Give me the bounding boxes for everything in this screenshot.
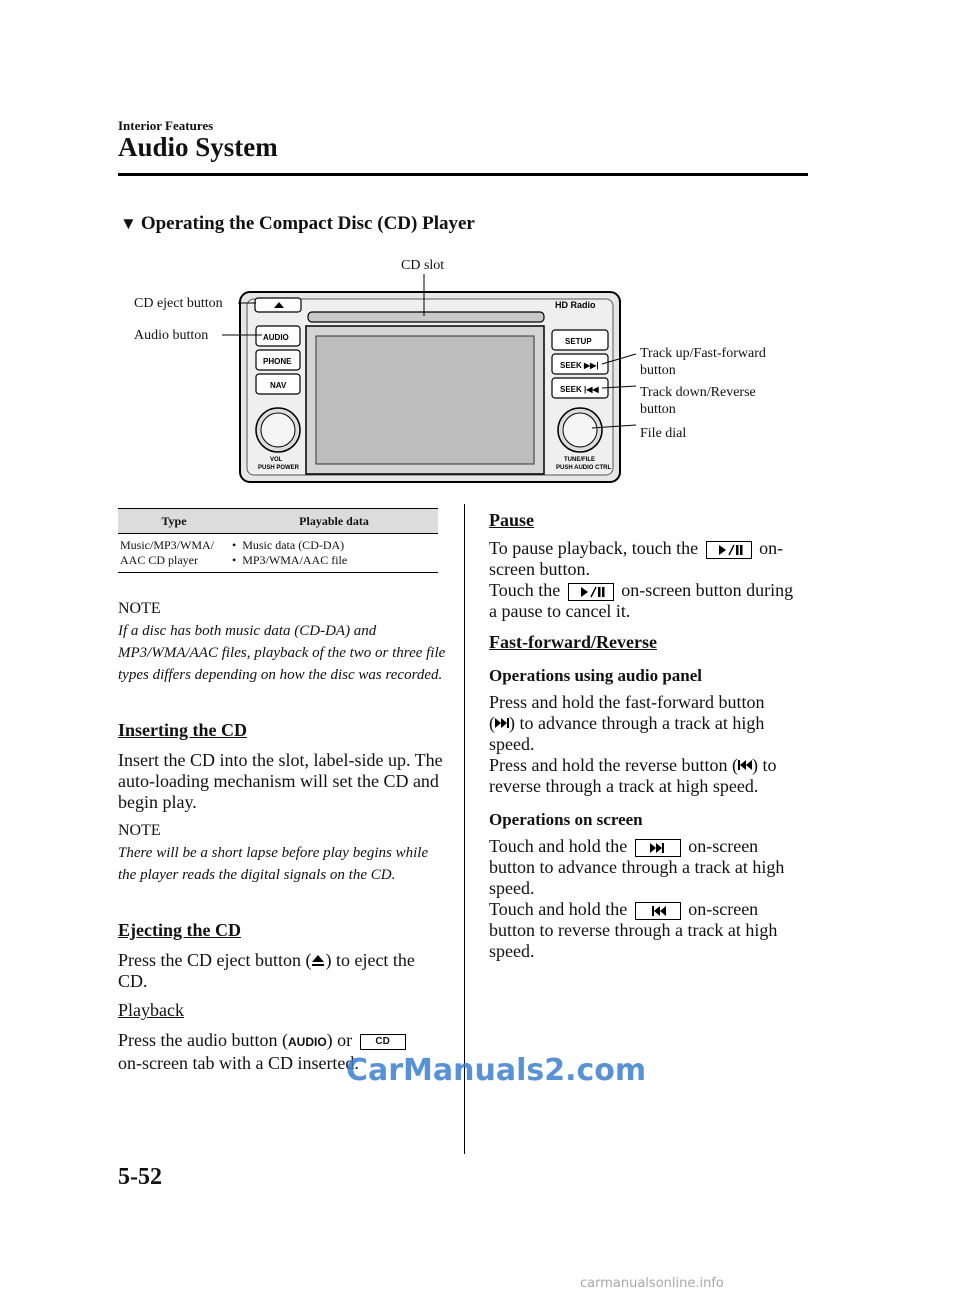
subheading-pause: Pause — [489, 510, 534, 530]
svg-text:AUDIO: AUDIO — [263, 333, 289, 342]
svg-text:SEEK |◀◀: SEEK |◀◀ — [560, 385, 599, 394]
callout-cd-slot: CD slot — [401, 258, 445, 273]
reverse-icon — [737, 760, 752, 770]
screen-ops-heading: Operations on screen — [489, 810, 643, 829]
cd-slot — [307, 311, 545, 323]
watermark-text: carmanualsonline.info — [580, 1276, 724, 1291]
subheading-playback: Playback — [118, 1000, 184, 1020]
svg-text:SETUP: SETUP — [565, 337, 592, 346]
header-rule — [118, 173, 808, 176]
cd-tab-icon: CD — [359, 1033, 406, 1050]
eject-icon — [312, 955, 325, 966]
page-heading: ▼Operating the Compact Disc (CD) Player — [120, 213, 475, 235]
svg-text:NAV: NAV — [270, 381, 287, 390]
subheading-inserting: Inserting the CD — [118, 720, 247, 740]
note-label: NOTE — [118, 600, 161, 617]
reverse-onscreen-icon — [634, 901, 681, 920]
page-number: 5-52 — [118, 1164, 162, 1190]
subheading-ff-reverse: Fast-forward/Reverse — [489, 632, 657, 652]
callout-track-down: Track down/Reverse button — [640, 385, 756, 417]
column-divider — [464, 504, 465, 1154]
ejecting-text: Press the CD eject button () to eject th… — [118, 950, 415, 991]
brand-logo: HD Radio — [555, 300, 596, 310]
svg-text:VOL: VOL — [270, 457, 283, 463]
table-cell-type: Music/MP3/WMA/ AAC CD player — [118, 533, 230, 573]
note-label: NOTE — [118, 822, 161, 839]
table-cell-data: Music data (CD-DA) MP3/WMA/AAC file — [230, 533, 438, 573]
ff-text: Press and hold the fast-forward button (… — [489, 692, 777, 796]
list-item: Music data (CD-DA) — [232, 538, 436, 553]
svg-text:PUSH AUDIO CTRL: PUSH AUDIO CTRL — [556, 465, 611, 471]
fast-forward-icon — [495, 718, 509, 728]
pause-text: To pause playback, touch the on- screen … — [489, 538, 794, 621]
table-header-type: Type — [118, 508, 230, 534]
note-text: If a disc has both music data (CD-DA) an… — [118, 623, 446, 683]
section-label: Interior Features — [118, 118, 214, 133]
svg-text:PUSH POWER: PUSH POWER — [258, 465, 300, 471]
callout-file-dial: File dial — [640, 426, 687, 441]
play-pause-icon — [705, 540, 752, 559]
section-title: Audio System — [118, 132, 278, 162]
note-text: There will be a short lapse before play … — [118, 845, 429, 883]
inserting-text: Insert the CD into the slot, label-side … — [118, 750, 443, 812]
svg-text:PHONE: PHONE — [263, 357, 292, 366]
callout-cd-eject: CD eject button — [134, 296, 223, 311]
svg-text:TUNE/FILE: TUNE/FILE — [564, 457, 595, 463]
table-row: Music/MP3/WMA/ AAC CD player Music data … — [118, 533, 438, 573]
fast-forward-onscreen-icon — [634, 838, 681, 857]
triangle-bullet-icon: ▼ — [120, 214, 137, 233]
callout-track-up: Track up/Fast-forward button — [640, 346, 766, 378]
play-pause-icon — [567, 582, 614, 601]
subheading-ejecting: Ejecting the CD — [118, 920, 241, 940]
callout-audio-button: Audio button — [134, 328, 209, 343]
watermark-logo: CarManuals2.com — [346, 1053, 647, 1088]
panel-ops-heading: Operations using audio panel — [489, 666, 703, 685]
svg-text:SEEK ▶▶|: SEEK ▶▶| — [560, 361, 599, 370]
audio-button-icon: AUDIO — [287, 1035, 327, 1049]
head-unit-figure: HD Radio AUDIO PHONE NAV SETUP SEEK ▶▶| … — [222, 274, 637, 483]
list-item: MP3/WMA/AAC file — [232, 553, 436, 568]
screen-ops-text: Touch and hold the on-screen button to a… — [489, 836, 785, 961]
table-header-playable: Playable data — [230, 508, 438, 534]
playback-text: Press the audio button (AUDIO) or CD on-… — [118, 1030, 463, 1074]
heading-text: Operating the Compact Disc (CD) Player — [140, 213, 475, 234]
playable-data-table: Type Playable data Music/MP3/WMA/ AAC CD… — [118, 508, 438, 573]
